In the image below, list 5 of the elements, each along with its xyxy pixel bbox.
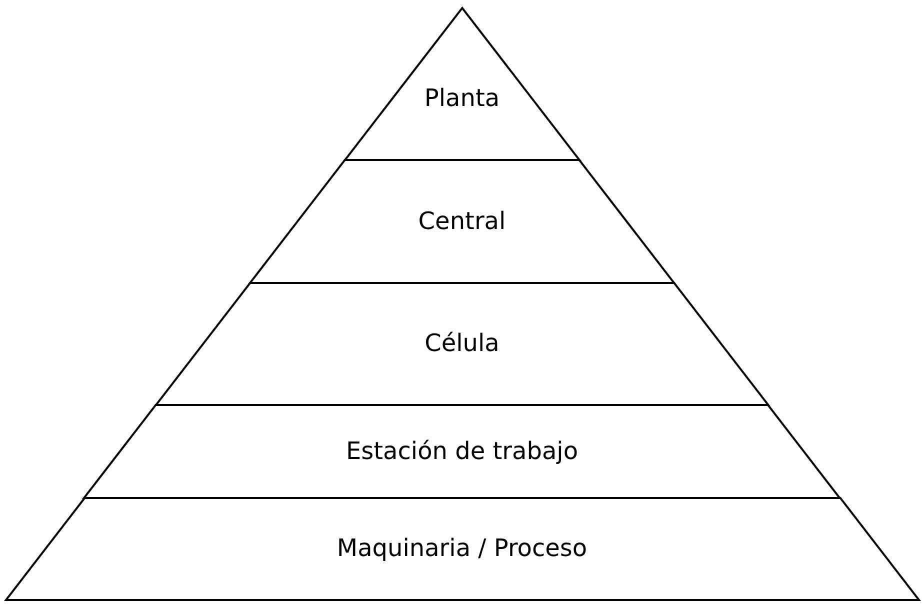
level-label: Planta (423, 84, 501, 112)
level-label: Célula (424, 329, 500, 357)
level-label: Central (417, 206, 507, 234)
level-label: Estación de trabajo (344, 436, 580, 464)
level-label: Maquinaria / Proceso (336, 534, 588, 562)
